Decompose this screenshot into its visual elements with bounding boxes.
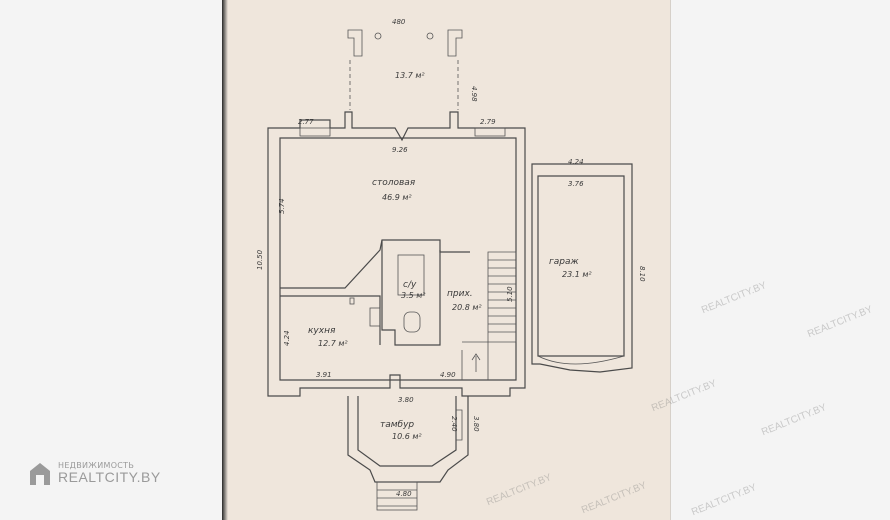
toilet xyxy=(403,311,421,333)
room-area: 23.1 м² xyxy=(562,270,592,279)
house-inner-wall xyxy=(279,137,517,381)
kitchen-sink xyxy=(349,297,355,305)
kitchen-stove xyxy=(369,307,381,327)
terrace-outline xyxy=(349,60,459,110)
room-name: с/у xyxy=(403,280,417,290)
dimension-label: 10.50 xyxy=(256,249,264,270)
dimension-label: 3.76 xyxy=(568,180,584,188)
house-outer-wall xyxy=(267,111,526,397)
room-name: кухня xyxy=(308,326,336,336)
dimension-label: 3.80 xyxy=(398,396,414,404)
plan-paper xyxy=(222,0,671,520)
dimension-label: 4.90 xyxy=(440,371,456,379)
staircase xyxy=(487,251,517,343)
room-name: прих. xyxy=(447,289,473,299)
room-name: гараж xyxy=(549,257,579,267)
window-right xyxy=(474,127,506,137)
room-name: столовая xyxy=(372,178,416,188)
room-area: 3.5 м² xyxy=(401,291,426,300)
dining-partition xyxy=(280,239,470,289)
dimension-label: 4.98 xyxy=(470,86,478,102)
room-area: 20.8 м² xyxy=(452,303,482,312)
house-logo-icon xyxy=(30,463,50,485)
dimension-label: 9.26 xyxy=(392,146,408,154)
terrace-area: 13.7 м² xyxy=(395,71,425,80)
garage-outer-wall xyxy=(531,163,633,373)
dimension-label: 3.80 xyxy=(472,416,480,432)
realtcity-logo[interactable]: НЕДВИЖИМОСТЬ REALTCITY.BY xyxy=(28,458,168,494)
garage-door xyxy=(537,355,625,365)
dimension-label: 2.79 xyxy=(480,118,496,126)
entry-step-lines xyxy=(377,489,417,507)
bathroom-walls xyxy=(381,240,441,346)
room-name: тамбур xyxy=(380,420,414,430)
dimension-label: 4.24 xyxy=(283,330,291,346)
room-area: 12.7 м² xyxy=(318,339,348,348)
paper-edge-shadow xyxy=(222,0,228,520)
stair-arrow-icon xyxy=(471,353,481,372)
dimension-label: 8.10 xyxy=(638,266,646,282)
terrace-column-right xyxy=(426,32,434,40)
dimension-label: 4.80 xyxy=(396,490,412,498)
dimension-label: 4.24 xyxy=(568,158,584,166)
vestibule-door xyxy=(456,409,463,441)
terrace-column-left xyxy=(374,32,382,40)
bathtub xyxy=(397,254,425,296)
room-area: 10.6 м² xyxy=(392,432,422,441)
window-left xyxy=(299,127,331,137)
dimension-label: 480 xyxy=(392,18,406,26)
dimension-label: 2.40 xyxy=(450,416,458,432)
dimension-label: 5.74 xyxy=(278,198,286,214)
dimension-label: 3.91 xyxy=(316,371,332,379)
terrace-pillar-right xyxy=(447,29,463,57)
terrace-pillar-left xyxy=(347,29,363,57)
dimension-label: 5.10 xyxy=(506,286,514,302)
logo-title: REALTCITY.BY xyxy=(58,469,161,485)
stair-landing xyxy=(461,341,489,380)
logo-subtitle: НЕДВИЖИМОСТЬ xyxy=(58,461,135,470)
room-area: 46.9 м² xyxy=(382,193,412,202)
kitchen-wall xyxy=(280,295,381,345)
entry-steps xyxy=(376,481,418,511)
stair-steps xyxy=(488,259,516,333)
vestibule-inner-wall xyxy=(357,396,457,467)
dimension-label: 2.77 xyxy=(298,118,314,126)
